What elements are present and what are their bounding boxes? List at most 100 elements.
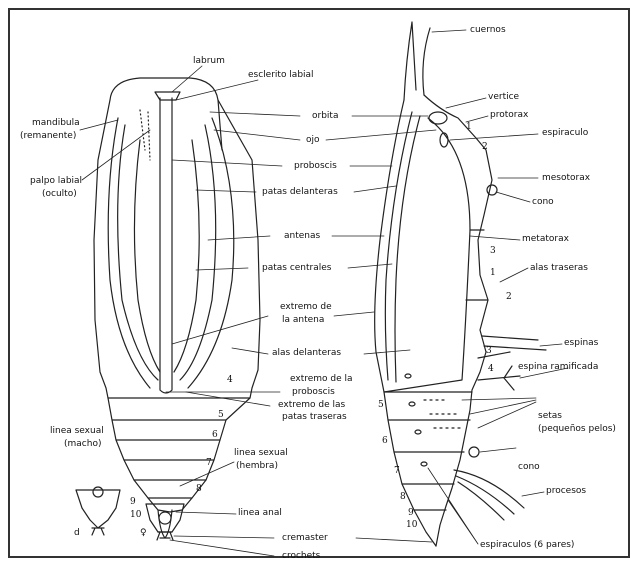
segment-number: 10 xyxy=(130,510,141,520)
leader-palpo xyxy=(82,130,150,180)
symbol-male: d xyxy=(74,528,80,538)
segment-number: 10 xyxy=(406,520,417,530)
leader-procesos xyxy=(522,492,544,496)
label-alas-delanteras: alas delanteras xyxy=(272,348,341,358)
label-procesos: procesos xyxy=(546,486,586,496)
abdominal-spiracle xyxy=(415,430,421,434)
label-remanente: (remanente) xyxy=(20,131,76,141)
segment-number: 4 xyxy=(227,375,233,385)
ventral-antenna-right xyxy=(180,125,216,380)
label-protorax: protorax xyxy=(490,110,528,120)
segment-number: 6 xyxy=(212,430,218,440)
lateral-antenna-band xyxy=(385,112,420,382)
female-inset xyxy=(146,504,184,540)
leader-vertice xyxy=(446,98,486,108)
lateral-cone-abdomen xyxy=(469,447,479,457)
lateral-horns xyxy=(404,22,430,100)
label-mesotorax: mesotorax xyxy=(542,173,590,183)
leader-proboscis xyxy=(172,160,392,166)
label-extremo-antena-1: extremo de xyxy=(280,302,332,312)
leader-lines xyxy=(80,30,568,556)
segment-number: 1 xyxy=(490,268,496,278)
female-cremaster xyxy=(157,532,173,540)
abdominal-spiracle xyxy=(421,462,427,466)
label-esclerito-labial: esclerito labial xyxy=(248,70,314,80)
leader-setas xyxy=(462,398,536,428)
label-cremaster: cremaster xyxy=(282,533,328,543)
label-cono-abdomen: cono xyxy=(518,462,540,472)
segment-number: 9 xyxy=(130,497,136,507)
male-sexual-line-mark xyxy=(93,487,103,497)
label-labrum: labrum xyxy=(193,56,225,66)
label-linea-sexual-macho-2: (macho) xyxy=(64,439,101,449)
leader-linea-anal xyxy=(176,512,236,514)
label-extremo-patas-1: extremo de las xyxy=(278,400,345,410)
label-ojo: ojo xyxy=(306,135,320,145)
segment-number: 3 xyxy=(486,346,492,356)
label-espiraculos: espiraculos (6 pares) xyxy=(480,540,574,550)
segment-number: 7 xyxy=(206,458,212,468)
label-vertice: vertice xyxy=(488,92,519,102)
segment-number: 7 xyxy=(394,466,400,476)
label-patas-centrales: patas centrales xyxy=(262,263,331,273)
label-cuernos: cuernos xyxy=(470,25,506,35)
female-abdomen-tip xyxy=(146,504,184,532)
abdominal-spiracle xyxy=(405,374,411,378)
leader-espinas xyxy=(540,344,562,346)
abdominal-spiracle xyxy=(409,402,415,406)
lateral-setae xyxy=(424,400,460,428)
leader-cono xyxy=(496,192,530,202)
lateral-processes xyxy=(454,470,524,520)
ventral-abdomen xyxy=(108,398,250,512)
ventral-head-outline xyxy=(110,78,222,150)
label-setas-1: setas xyxy=(538,411,562,421)
male-cremaster xyxy=(92,528,104,535)
segment-number: 9 xyxy=(408,508,414,518)
ventral-leg-left xyxy=(134,140,160,372)
label-espiraculo: espiraculo xyxy=(542,128,588,138)
ventral-proboscis xyxy=(160,98,172,393)
ventral-labrum xyxy=(155,92,180,100)
label-cono-thorax: cono xyxy=(532,197,554,207)
label-metatorax: metatorax xyxy=(522,234,569,244)
leader-mandibula xyxy=(80,120,118,130)
leader-cono2 xyxy=(480,448,516,452)
label-orbita: orbita xyxy=(312,111,338,121)
symbol-female: ♀ xyxy=(140,528,147,538)
segment-number: 6 xyxy=(382,436,388,446)
segment-number: 2 xyxy=(506,292,512,302)
segment-number: 3 xyxy=(490,246,496,256)
label-crochets: crochets xyxy=(282,551,320,561)
label-espina-ramificada: espina ramificada xyxy=(518,362,598,372)
male-inset xyxy=(76,487,120,535)
label-proboscis: proboscis xyxy=(294,161,337,171)
segment-number: 2 xyxy=(482,142,488,152)
label-linea-sexual-hembra-1: linea sexual xyxy=(234,448,288,458)
male-abdomen-tip xyxy=(76,490,120,528)
segment-number: 5 xyxy=(218,410,224,420)
lateral-cone-thorax xyxy=(487,185,497,195)
segment-number: 4 xyxy=(488,364,494,374)
lateral-ventral-outline xyxy=(375,100,436,546)
label-palpo-labial: palpo labial xyxy=(30,176,82,186)
leader-metatorax xyxy=(470,236,520,240)
leader-espiraculos xyxy=(428,468,478,544)
label-alas-traseras: alas traseras xyxy=(530,263,588,273)
label-setas-2: (pequeños pelos) xyxy=(538,424,616,434)
label-mandibula: mandibula xyxy=(32,118,80,128)
leader-ojo xyxy=(214,130,436,140)
leader-cuernos xyxy=(432,30,466,32)
label-extremo-proboscis-2: proboscis xyxy=(292,387,335,397)
lateral-spiracle xyxy=(440,133,448,147)
label-extremo-antena-2: la antena xyxy=(282,315,324,325)
leader-alas-tras xyxy=(500,268,528,282)
label-extremo-patas-2: patas traseras xyxy=(282,412,347,422)
segment-number: 8 xyxy=(196,484,202,494)
label-linea-sexual-hembra-2: (hembra) xyxy=(236,461,278,471)
lateral-branched-spine xyxy=(478,366,520,390)
leader-espiraculo xyxy=(450,134,538,140)
label-oculto: (oculto) xyxy=(42,189,77,199)
label-antenas: antenas xyxy=(284,231,320,241)
